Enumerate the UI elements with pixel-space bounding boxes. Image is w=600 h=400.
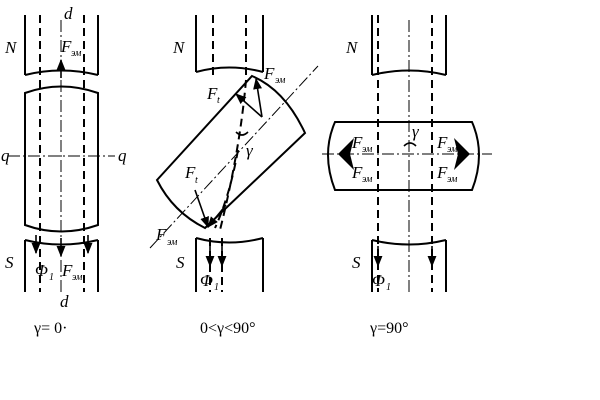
axis-q-left-label: q [1,146,10,165]
force-arrow-t-bottom [194,189,209,229]
flux-sub: 1 [214,282,219,293]
force-lr-label: F [436,163,448,182]
angle-arc [403,142,417,147]
pole-s-label: S [176,253,185,272]
force-bottom-sub: эм [72,272,83,283]
force-ul-sub: эм [362,144,373,155]
force-t-bottom-label: F [184,163,196,182]
caption-gamma-zero: γ= 0· [33,320,67,337]
force-t-top-sub: t [217,95,220,106]
pole-n-label: N [345,38,359,57]
force-em-top-label: F [263,64,275,83]
pole-south [195,237,264,292]
force-chevron-right [454,138,470,170]
force-top-label: F [60,37,72,56]
axis-d-bottom-label: d [60,292,69,311]
flux-label: Φ [35,261,48,280]
force-ul-label: F [351,133,363,152]
flux-sub: 1 [386,282,391,293]
axis-d-top-label: d [64,4,73,23]
rotor [327,121,480,191]
force-t-top-label: F [206,84,218,103]
force-ur-sub: эм [447,144,458,155]
force-em-bottom-label: F [155,225,167,244]
force-top-sub: эм [71,48,82,59]
caption-gamma-ninety: γ=90° [369,320,409,337]
pole-n-label: N [4,38,18,57]
angle-arc [235,131,249,136]
flux-label: Φ [372,271,385,290]
force-bottom-label: F [61,261,73,280]
panel-gamma-between: N S F эм F t γ F t F эм Φ 1 0<γ<90° [149,15,319,337]
pole-n-label: N [172,38,186,57]
axis-q-right-label: q [118,146,127,165]
flux-line-curved-2 [214,149,239,229]
pole-s-label: S [352,253,361,272]
rotor [24,85,99,233]
flux-sub: 1 [49,272,54,283]
force-ll-label: F [351,163,363,182]
pole-north [195,15,264,73]
force-t-bottom-sub: t [195,175,198,186]
force-ll-sub: эм [362,174,373,185]
caption-gamma-between: 0<γ<90° [200,320,256,337]
force-em-top-sub: эм [275,75,286,86]
angle-label: γ [246,141,254,160]
rotor-axis [149,65,319,249]
flux-label: Φ [200,271,213,290]
angle-label: γ [412,122,420,141]
force-ur-label: F [436,133,448,152]
force-chevron-left [338,138,354,170]
force-arrow-em-bottom [207,204,227,228]
rotor [155,74,307,230]
force-em-bottom-sub: эм [167,237,178,248]
force-lr-sub: эм [447,174,458,185]
panel-gamma-ninety: N S γ F эм F эм F эм F эм Φ 1 γ=90° [322,15,492,337]
panel-gamma-zero: d d q q N S F эм Φ 1 F эм γ= 0· [1,4,127,337]
pole-s-label: S [5,253,14,272]
force-arrow-em-top [253,77,263,118]
force-arrow-t-top [235,93,263,118]
